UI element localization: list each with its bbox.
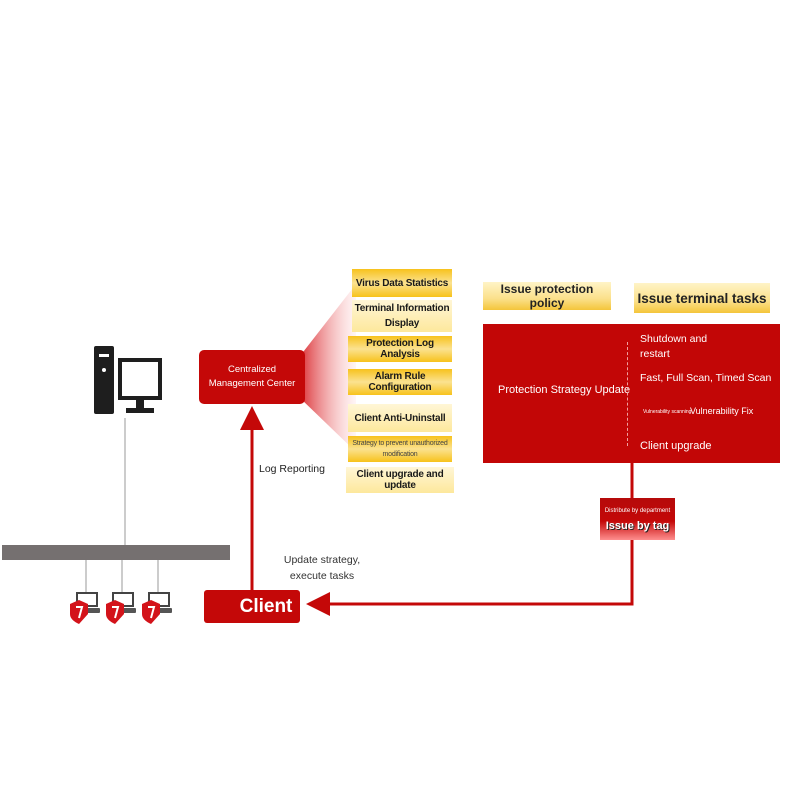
strategy-update-label: Protection Strategy Update xyxy=(498,384,631,396)
log-reporting-caption: Log Reporting xyxy=(259,463,325,475)
task-item: Vulnerability Fix xyxy=(690,406,754,416)
issue-tasks-tab: Issue terminal tasks xyxy=(634,283,770,313)
issue-policy-tab: Issue protection policy xyxy=(483,282,611,310)
issue-by-tag-box: Distribute by department Issue by tag xyxy=(600,498,675,540)
task-item: Client upgrade xyxy=(640,440,712,452)
network-bar xyxy=(2,545,230,560)
funnel-shape xyxy=(300,284,356,452)
desktop-computer-icon xyxy=(94,346,162,414)
terminal-shield-icon xyxy=(142,592,172,624)
terminal-shield-icon xyxy=(106,592,136,624)
feature-item: Client Anti-Uninstall xyxy=(348,404,452,432)
update-strategy-arrow xyxy=(306,540,634,616)
feature-item: Terminal Information Display xyxy=(352,300,452,332)
management-center-label: Centralized Management Center xyxy=(208,364,296,389)
vuln-scanning-label: Vulnerability scanning xyxy=(643,409,692,415)
feature-item: Client upgrade and update xyxy=(346,467,454,493)
feature-item: Strategy to prevent unauthorized modific… xyxy=(348,436,452,462)
dept-label: Distribute by department xyxy=(604,508,671,514)
client-label: Client xyxy=(239,595,293,617)
feature-item: Virus Data Statistics xyxy=(352,269,452,297)
issue-tag-label: Issue by tag xyxy=(605,520,670,532)
terminal-shield-icon xyxy=(70,592,100,624)
task-item: Shutdown and restart xyxy=(640,333,708,360)
client-box: Client xyxy=(204,590,300,623)
task-item: Fast, Full Scan, Timed Scan xyxy=(640,372,772,384)
feature-item: Alarm Rule Configuration xyxy=(348,369,452,395)
management-center-box: Centralized Management Center xyxy=(199,350,305,404)
policy-area: Protection Strategy Update Shutdown and … xyxy=(483,324,780,463)
divider xyxy=(627,342,628,446)
update-strategy-caption: Update strategy, execute tasks xyxy=(283,554,361,582)
feature-item: Protection Log Analysis xyxy=(348,336,452,362)
